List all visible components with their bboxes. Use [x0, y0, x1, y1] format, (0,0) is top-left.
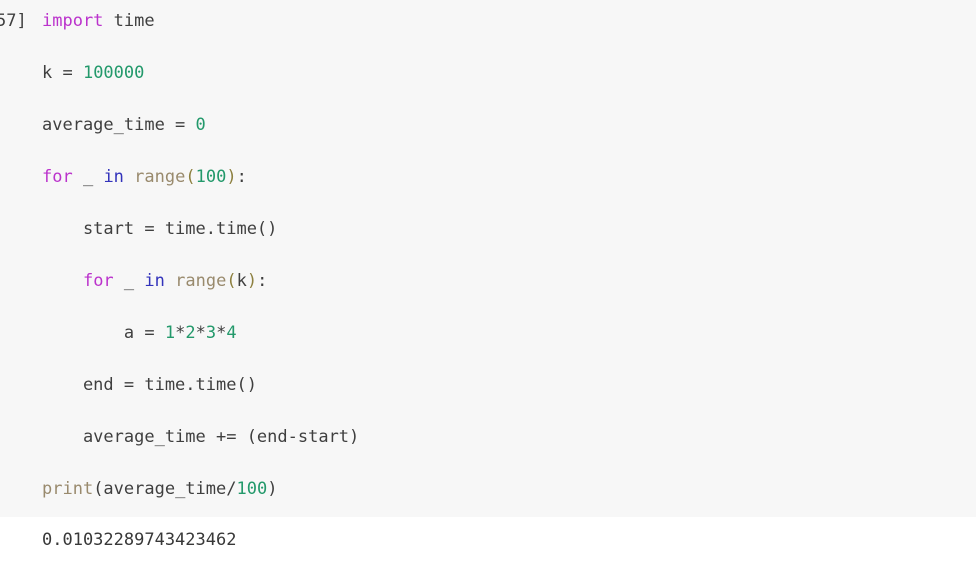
code-token: 0 [195, 115, 206, 135]
code-line: start = time.time() [42, 216, 976, 242]
code-token: start = time.time() [42, 219, 278, 239]
code-token: import [42, 11, 104, 31]
code-token: 100000 [82, 63, 145, 83]
code-line: a = 1*2*3*4 [42, 320, 976, 346]
code-token: 4 [226, 323, 237, 343]
code-cell[interactable]: 57] import time k = 100000 average_time … [0, 0, 976, 517]
execution-count-label: 57] [0, 11, 27, 31]
code-token: * [195, 323, 206, 343]
code-token: (average_time/ [93, 479, 237, 499]
code-token: in [144, 271, 165, 291]
code-token: * [175, 323, 186, 343]
code-line: for _ in range(k): [42, 268, 976, 294]
output-value: 0.01032289743423462 [42, 530, 237, 550]
code-token: a = [42, 323, 165, 343]
code-token [165, 271, 175, 291]
code-line [42, 346, 976, 372]
code-token: * [216, 323, 227, 343]
code-token: 3 [205, 323, 217, 343]
code-line: import time [42, 8, 976, 34]
code-line [42, 294, 976, 320]
code-line: for _ in range(100): [42, 164, 976, 190]
code-token: ( [226, 271, 237, 291]
code-token: for [42, 167, 73, 187]
code-token: k = [42, 63, 83, 83]
code-line: end = time.time() [42, 372, 976, 398]
code-line [42, 190, 976, 216]
code-token: end = time.time() [42, 375, 257, 395]
code-token: _ [113, 271, 145, 291]
code-line: print(average_time/100) [42, 476, 976, 502]
code-line: average_time = 0 [42, 112, 976, 138]
code-editor-area[interactable]: import time k = 100000 average_time = 0 … [42, 8, 976, 502]
code-token: 2 [185, 323, 196, 343]
code-line: average_time += (end-start) [42, 424, 976, 450]
code-line [42, 138, 976, 164]
code-token: _ [72, 167, 104, 187]
code-token: ) [226, 167, 237, 187]
code-token: in [103, 167, 124, 187]
code-line [42, 86, 976, 112]
code-token: average_time = [42, 115, 196, 135]
code-token: range [175, 271, 227, 291]
code-line [42, 398, 976, 424]
code-token: print [42, 479, 94, 499]
code-token [124, 167, 134, 187]
code-token: ( [185, 167, 196, 187]
code-token [42, 271, 83, 291]
code-token: average_time += (end-start) [42, 427, 360, 447]
code-token: 100 [236, 479, 268, 499]
code-line [42, 450, 976, 476]
code-token: range [134, 167, 186, 187]
code-token: : [236, 167, 247, 187]
code-token: 1 [164, 323, 176, 343]
code-line [42, 34, 976, 60]
code-token: 100 [195, 167, 227, 187]
code-token: k [236, 271, 247, 291]
code-token: ) [246, 271, 258, 291]
cell-output-area: 0.01032289743423462 [0, 517, 976, 561]
code-token: ) [267, 479, 278, 499]
code-token: for [82, 271, 114, 291]
code-line [42, 242, 976, 268]
code-token: : [257, 271, 268, 291]
code-token: time [103, 11, 155, 31]
code-line: k = 100000 [42, 60, 976, 86]
